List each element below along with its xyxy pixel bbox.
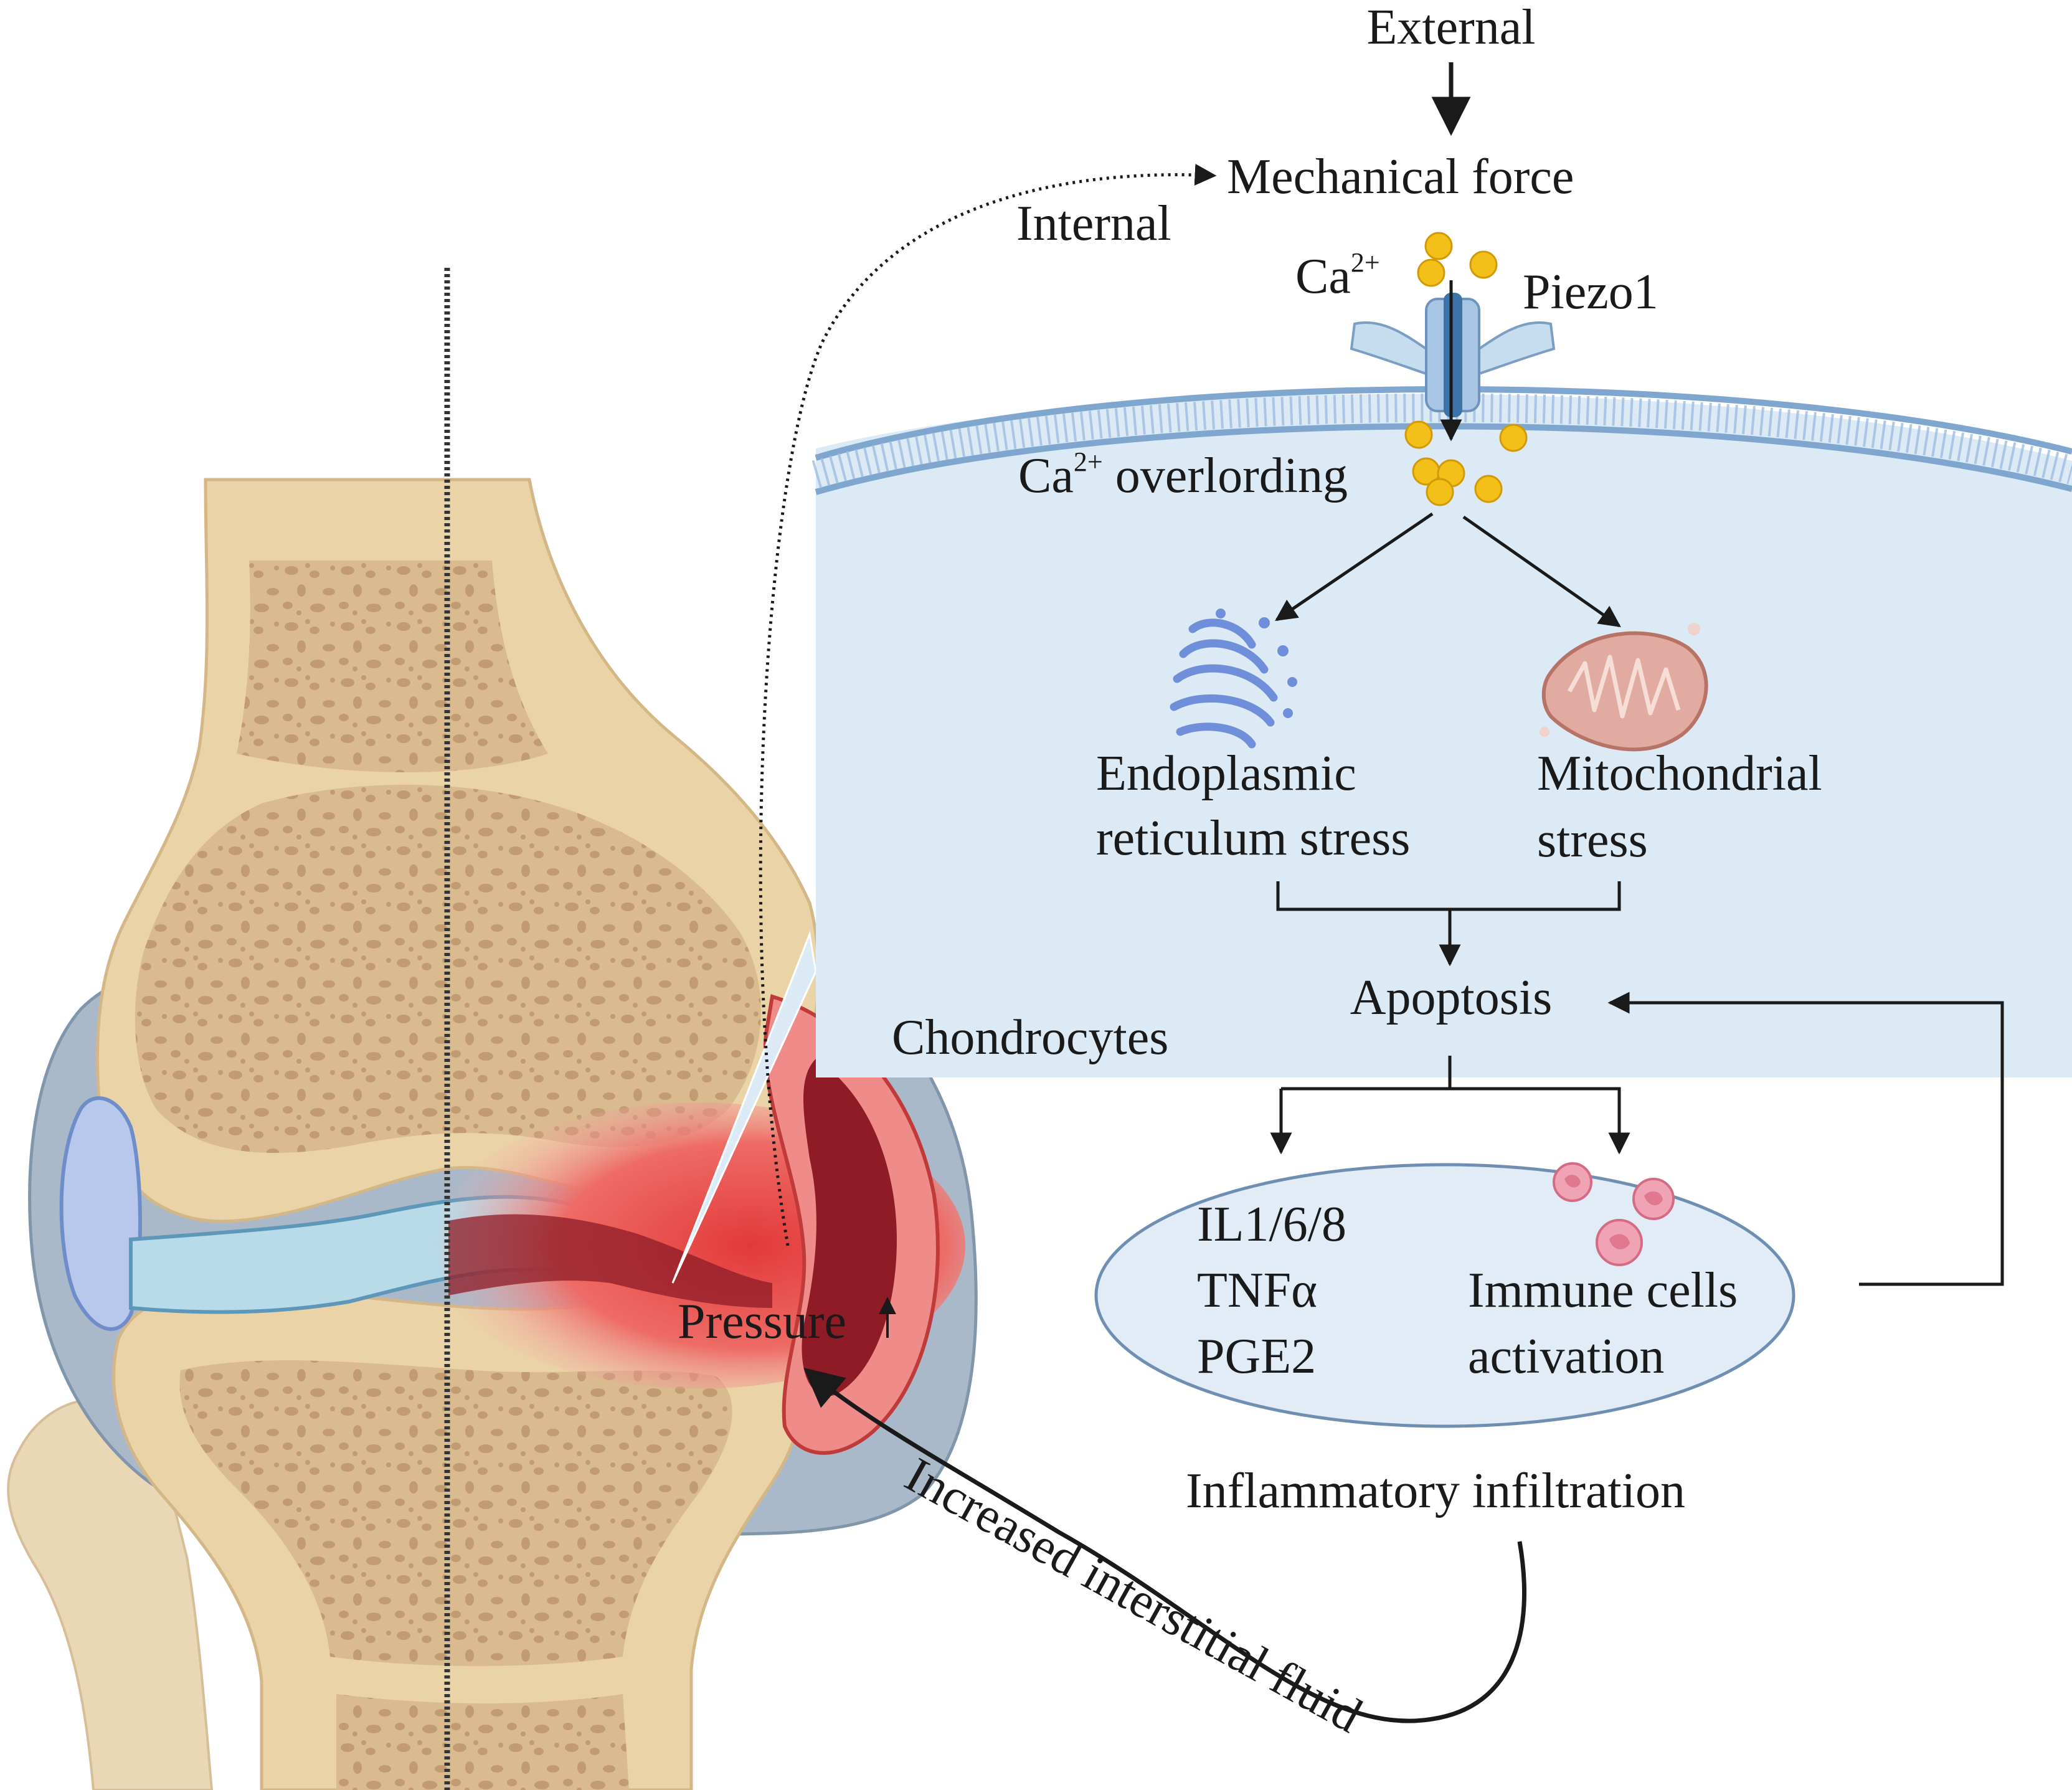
calcium-ion xyxy=(1469,250,1498,279)
arrow-feedback-to-apoptosis xyxy=(1607,992,2004,1286)
arrow-overload-to-er xyxy=(1275,512,1434,622)
immune-cells-icon xyxy=(1553,1162,1675,1266)
cytokine-item: TNFα xyxy=(1197,1263,1317,1318)
femur-spongy-upper xyxy=(237,561,548,772)
cell-cytoplasm xyxy=(816,394,2072,1077)
cytokine-list: IL1/6/8 TNFα PGE2 xyxy=(1197,1197,1346,1384)
endoplasmic-reticulum-icon xyxy=(1170,609,1297,749)
cell-membrane-inner xyxy=(815,423,2072,495)
label-mito-stress-2: stress xyxy=(1537,813,1648,868)
tibia-spongy xyxy=(179,1360,732,1666)
label-immune-2: activation xyxy=(1468,1329,1664,1384)
label-chondrocytes: Chondrocytes xyxy=(892,1010,1168,1065)
calcium-ion xyxy=(1426,478,1454,506)
callout-wedge xyxy=(671,931,817,1284)
calcium-in-charge: 2+ xyxy=(1351,247,1380,278)
calcium-ion xyxy=(1424,232,1453,260)
label-mechanical-force: Mechanical force xyxy=(1227,149,1574,204)
calcium-ion xyxy=(1499,424,1528,452)
label-er-stress-2: reticulum stress xyxy=(1096,811,1410,866)
label-external: External xyxy=(1367,0,1536,55)
meniscus-left xyxy=(59,1096,142,1331)
label-immune-1: Immune cells xyxy=(1468,1263,1738,1318)
calcium-overload-ion: Ca xyxy=(1018,448,1074,503)
label-pressure: Pressure xyxy=(678,1294,846,1349)
cytokine-item: IL1/6/8 xyxy=(1197,1197,1346,1252)
label-er-stress-1: Endoplasmic xyxy=(1096,746,1356,801)
calcium-ion xyxy=(1417,258,1445,287)
label-apoptosis: Apoptosis xyxy=(1350,970,1553,1025)
calcium-ion xyxy=(1404,420,1433,449)
chondrocyte-cell xyxy=(811,232,2072,1077)
mitochondrion-icon xyxy=(1540,623,1708,752)
cytokine-item: PGE2 xyxy=(1197,1329,1316,1384)
tibia-spongy-lower xyxy=(336,1694,629,1790)
calcium-overload-text: overlording xyxy=(1115,448,1348,503)
arrow-overload-to-mito xyxy=(1462,515,1621,628)
calcium-overload-charge: 2+ xyxy=(1074,447,1103,477)
label-piezo1: Piezo1 xyxy=(1523,265,1658,320)
label-mito-stress-1: Mitochondrial xyxy=(1537,746,1822,801)
knee-joint-illustration xyxy=(7,268,978,1790)
arrow-to-immune xyxy=(1450,1087,1630,1155)
label-calcium-in: Ca2+ xyxy=(1295,247,1380,304)
arrow-inflammation-to-pressure xyxy=(803,1367,1527,1723)
calcium-in-ion: Ca xyxy=(1295,249,1351,304)
arrow-internal-to-force xyxy=(759,164,1217,1246)
dark-effusion xyxy=(802,1059,897,1396)
label-internal: Internal xyxy=(1016,196,1171,251)
flow-arrows xyxy=(759,62,2004,1723)
damaged-cartilage xyxy=(448,1214,772,1308)
label-inflammatory: Inflammatory infiltration xyxy=(1186,1464,1685,1518)
calcium-ion xyxy=(1474,475,1503,503)
label-calcium-overload: Ca2+ overlording xyxy=(1018,447,1348,503)
femur-spongy-lower xyxy=(135,785,762,1153)
